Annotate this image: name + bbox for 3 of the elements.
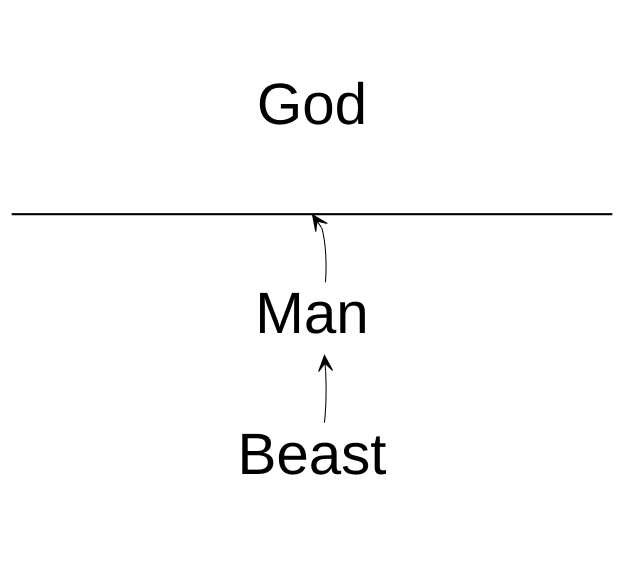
node-text: God (256, 71, 368, 136)
node-text: Man (255, 280, 369, 346)
node-text: Beast (237, 421, 387, 486)
